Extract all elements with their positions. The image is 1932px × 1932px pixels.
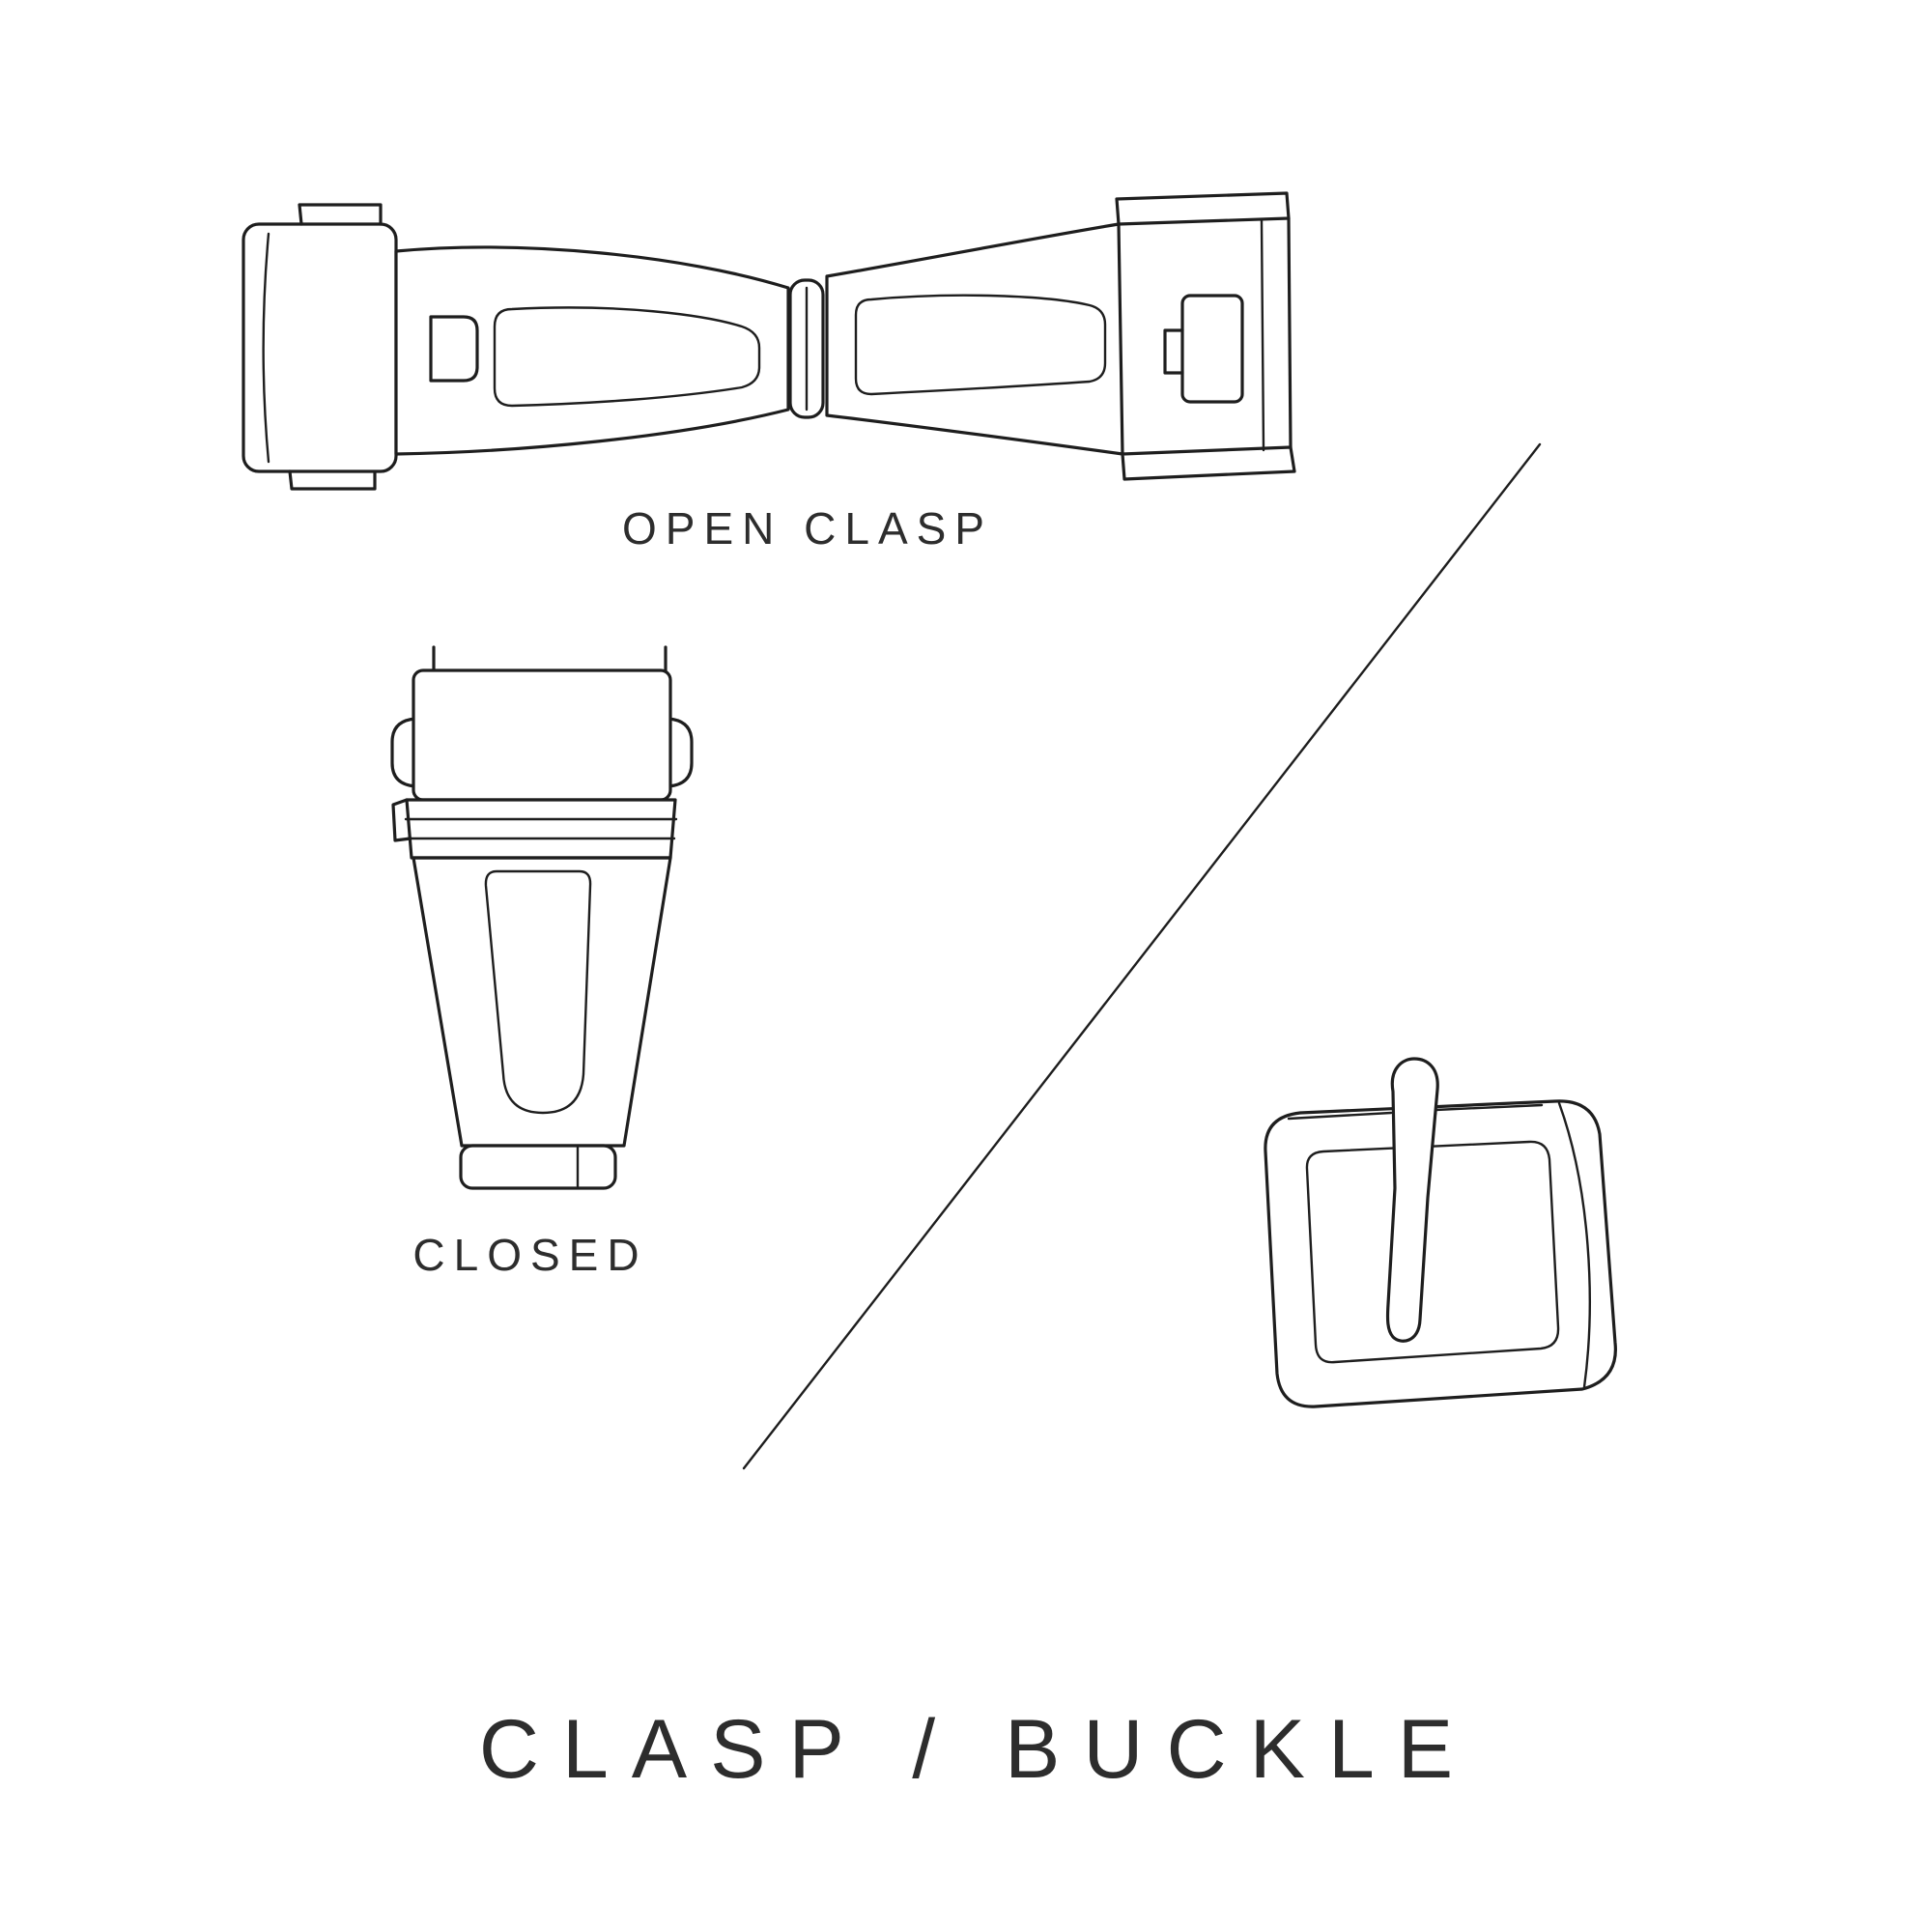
open-clasp-label: OPEN CLASP — [622, 503, 993, 554]
closed-ear-left — [390, 717, 417, 788]
diagram-title: CLASP / BUCKLE — [478, 1703, 1477, 1796]
buckle-frame — [1264, 1099, 1617, 1408]
buckle-pin-right — [1434, 1103, 1544, 1112]
closed-body — [412, 856, 672, 1148]
closed-band — [405, 798, 677, 860]
clasp-right-arm — [825, 222, 1124, 456]
closed-top-block — [412, 668, 672, 802]
clasp-left-arm — [394, 245, 790, 456]
buckle-pin-left — [1287, 1111, 1393, 1121]
closed-ear-right — [667, 717, 694, 788]
clasp-right-end-bottom-bar — [1121, 445, 1296, 481]
closed-label: CLOSED — [412, 1230, 648, 1280]
clasp-right-arm-window — [854, 294, 1107, 396]
closed-bottom-bar — [459, 1144, 617, 1190]
tang-buckle-illustration — [1264, 1057, 1617, 1408]
clasp-left-endcap-fold — [262, 232, 270, 464]
closed-band-tab — [391, 798, 412, 842]
buckle-frame-right-inner — [1557, 1101, 1591, 1389]
buckle-tang — [1385, 1057, 1439, 1343]
clasp-right-keeper-notch — [1163, 328, 1184, 375]
clasp-right-keeper — [1180, 294, 1244, 404]
buckle-opening — [1305, 1140, 1560, 1364]
clasp-right-end-top-bar — [1115, 191, 1291, 226]
clasp-left-arm-window — [493, 306, 761, 408]
closed-body-window — [484, 869, 592, 1115]
clasp-right-end-inner-edge — [1260, 218, 1265, 452]
clasp-right-end-edge — [1287, 216, 1293, 449]
divider-line — [742, 442, 1542, 1470]
clasp-left-endcap-bottom-tab — [288, 469, 377, 491]
clasp-left-endcap-top-tab — [298, 203, 383, 226]
closed-clasp-illustration — [390, 645, 694, 1190]
open-clasp-illustration — [242, 191, 1296, 491]
clasp-left-arm-notch — [429, 315, 479, 383]
